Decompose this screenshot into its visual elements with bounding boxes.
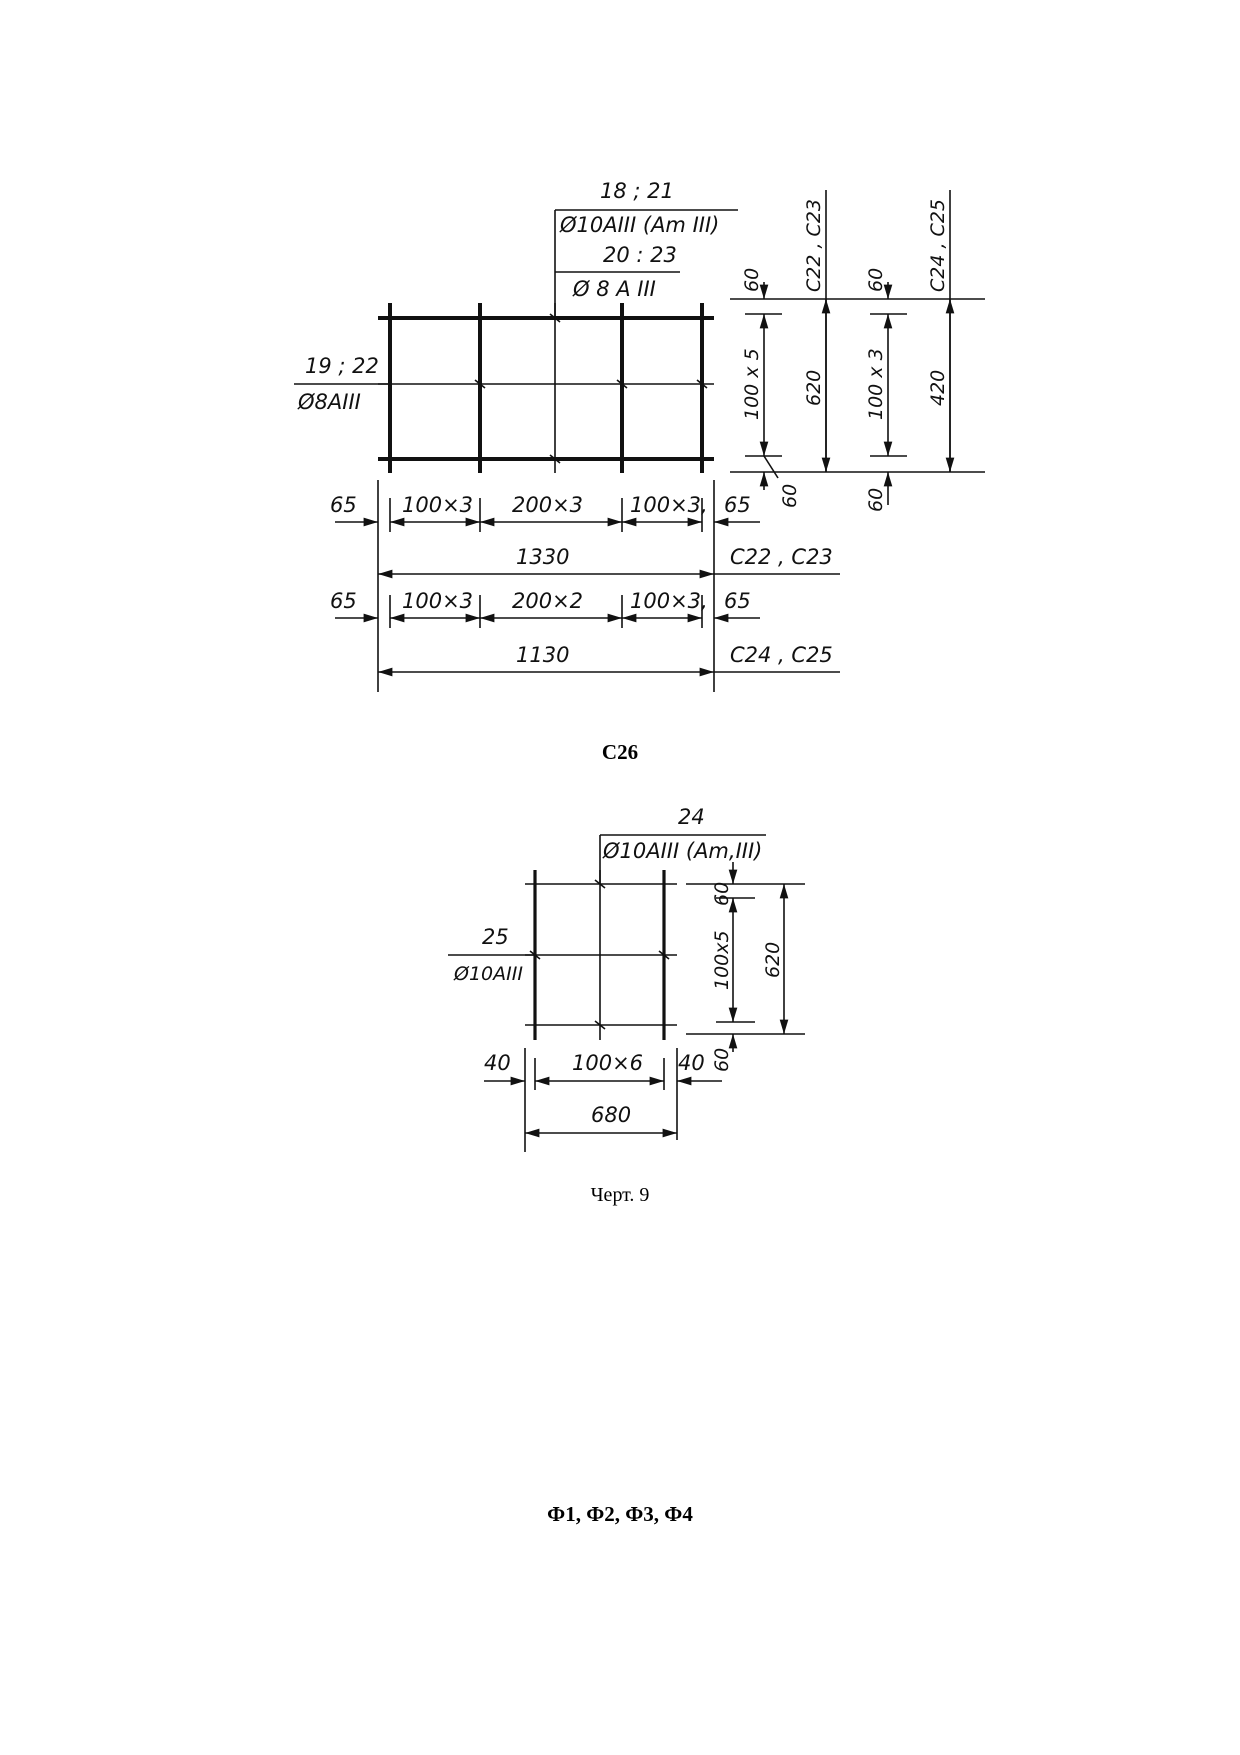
row1-marks: C22 , C23	[730, 545, 833, 569]
dim-620: 620	[803, 370, 825, 406]
row1-dim-total: 1330	[516, 545, 569, 569]
c26-dim-seg: 100×6	[572, 1051, 643, 1075]
mesh-grid-top	[378, 303, 714, 473]
c26-dim-total: 680	[591, 1103, 631, 1127]
row2-dim-total: 1130	[516, 643, 569, 667]
c26-dim-right-40: 40	[678, 1051, 705, 1075]
row2-dim-seg2: 200×2	[512, 589, 583, 613]
row1-dim-right-65: 65	[724, 493, 751, 517]
mesh-drawing-c26: 24 Ø10AIII (Am,III) 25 Ø10AIII 60 100x5 …	[448, 805, 805, 1152]
c26-dim-60-bottom: 60	[711, 1048, 733, 1072]
dim-60-bottom-a: 60	[779, 484, 801, 508]
caption-f1-f4: Ф1, Ф2, Ф3, Ф4	[547, 1502, 693, 1526]
callout-bar-spec-left: Ø8AIII	[297, 390, 361, 414]
c26-callout-bar-spec-left: Ø10AIII	[453, 963, 523, 985]
c26-callout-position-24: 24	[678, 805, 705, 829]
right-dimension-lines	[730, 190, 985, 505]
dim-100x3: 100 x 3	[865, 348, 887, 420]
callout-position-19-22: 19 ; 22	[305, 354, 379, 378]
dim-60-top-a: 60	[741, 268, 763, 292]
row1-dim-seg1: 100×3	[402, 493, 473, 517]
c26-dim-100x5: 100x5	[711, 930, 733, 990]
callout-position-18-21: 18 ; 21	[600, 179, 674, 203]
row1-dim-left-65: 65	[330, 493, 357, 517]
mark-c22-c23-vertical: C22 , C23	[803, 199, 825, 292]
c26-bottom-dimension-lines	[484, 1048, 722, 1152]
bottom-dimension-lines	[335, 480, 840, 692]
c26-callout-position-25: 25	[482, 925, 509, 949]
row1-dim-seg3: 100×3,	[630, 493, 708, 517]
dim-420: 420	[927, 370, 949, 406]
row2-dim-right-65: 65	[724, 589, 751, 613]
c26-dim-60-top: 60	[711, 882, 733, 906]
c26-dim-620: 620	[762, 942, 784, 978]
mesh-grid-c26	[525, 870, 677, 1040]
caption-c26: С26	[601, 740, 639, 764]
callout-position-20-23: 20 : 23	[603, 243, 677, 267]
row2-dim-seg3: 100×3,	[630, 589, 708, 613]
dim-100x5: 100 x 5	[741, 348, 763, 420]
row1-dim-seg2: 200×3	[512, 493, 583, 517]
callout-bar-spec-top: Ø10AIII (Am III)	[559, 213, 719, 237]
mark-c24-c25-vertical: C24 , C25	[927, 199, 949, 292]
callout-bar-spec-second: Ø 8 A III	[572, 277, 656, 301]
dim-60-bottom-b: 60	[865, 488, 887, 512]
mesh-drawing-c22-c25: 18 ; 21 Ø10AIII (Am III) 20 : 23 Ø 8 A I…	[294, 179, 985, 692]
c26-callout-leader-top	[599, 834, 766, 884]
row2-dim-left-65: 65	[330, 589, 357, 613]
c26-callout-bar-spec-top: Ø10AIII (Am,III)	[602, 839, 762, 863]
row2-dim-seg1: 100×3	[402, 589, 473, 613]
c26-right-dimension-lines	[686, 862, 805, 1052]
c26-dim-left-40: 40	[484, 1051, 511, 1075]
row2-marks: C24 , C25	[730, 643, 833, 667]
figure-caption: Черт. 9	[590, 1184, 650, 1206]
callout-leader-top	[554, 209, 738, 318]
dim-60-top-b: 60	[865, 268, 887, 292]
